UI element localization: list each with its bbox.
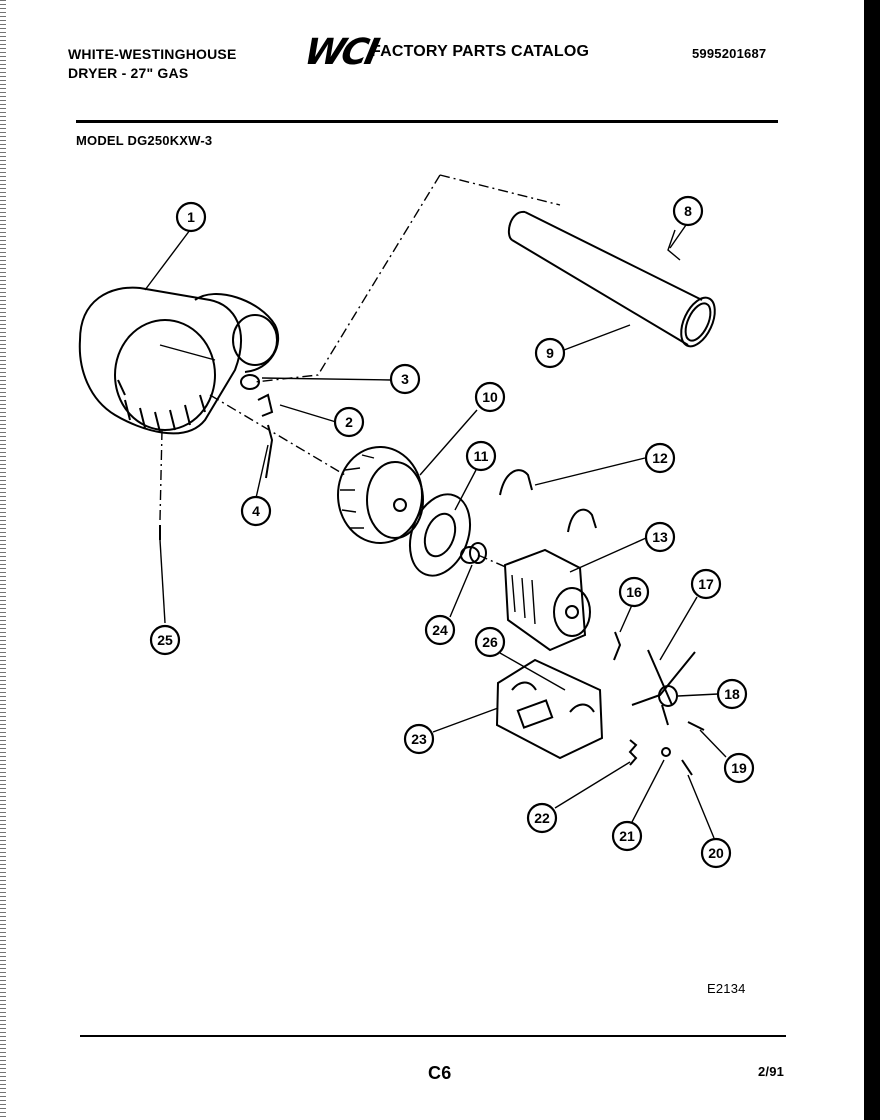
callout-20: 20: [700, 837, 732, 869]
svg-text:17: 17: [698, 576, 714, 592]
callout-26: 26: [474, 626, 506, 658]
svg-text:9: 9: [546, 345, 554, 361]
svg-text:3: 3: [401, 371, 409, 387]
part-screw-20: [681, 759, 693, 776]
part-pulley-plate: [409, 493, 487, 577]
callout-13: 13: [644, 521, 676, 553]
part-clamps: [499, 469, 597, 533]
page-number: C6: [428, 1063, 452, 1083]
part-blower-wheel: [337, 446, 424, 544]
callout-10: 10: [474, 381, 506, 413]
svg-text:16: 16: [626, 584, 642, 600]
product-line: DRYER - 27" GAS: [68, 65, 189, 81]
part-small-fittings: [240, 374, 274, 479]
callout-19: 19: [723, 752, 755, 784]
callout-22: 22: [526, 802, 558, 834]
part-washer-21: [661, 747, 671, 757]
header-rule: [76, 120, 778, 123]
callout-21: 21: [611, 820, 643, 852]
callout-17: 17: [690, 568, 722, 600]
callout-11: 11: [465, 440, 497, 472]
footer-rule: [80, 1035, 786, 1037]
part-spring-22: [628, 739, 638, 766]
svg-text:4: 4: [252, 503, 260, 519]
part-screw-19: [687, 721, 705, 731]
callout-3: 3: [389, 363, 421, 395]
document-number: 5995201687: [692, 46, 767, 61]
svg-text:21: 21: [619, 828, 635, 844]
part-motor: [503, 548, 591, 652]
part-duct-tube: [507, 210, 716, 348]
callout-18: 18: [716, 678, 748, 710]
svg-text:25: 25: [157, 632, 173, 648]
callout-12: 12: [644, 442, 676, 474]
part-clip: [613, 631, 622, 661]
svg-text:23: 23: [411, 731, 427, 747]
svg-text:12: 12: [652, 450, 668, 466]
part-motor-mount: [495, 658, 604, 760]
scan-edge-right: [864, 0, 880, 1120]
revision-date: 2/91: [758, 1064, 785, 1079]
callout-25: 25: [149, 624, 181, 656]
svg-text:18: 18: [724, 686, 740, 702]
callout-1: 1: [175, 201, 207, 233]
callout-2: 2: [333, 406, 365, 438]
leader-lines: [144, 224, 727, 839]
svg-text:11: 11: [474, 448, 489, 464]
svg-text:22: 22: [534, 810, 550, 826]
callout-8: 8: [672, 195, 704, 227]
part-switch-lever: [631, 649, 696, 726]
part-blower-housing: [78, 286, 280, 435]
scan-edge-left: [0, 0, 6, 1120]
drawing-code: E2134: [707, 981, 746, 996]
svg-text:13: 13: [652, 529, 668, 545]
assembly-lines: [159, 174, 561, 569]
svg-text:1: 1: [187, 209, 195, 225]
brand-name: WHITE-WESTINGHOUSE: [68, 46, 237, 62]
model-label: MODEL DG250KXW-3: [76, 133, 213, 148]
svg-text:8: 8: [684, 203, 692, 219]
callout-24: 24: [424, 614, 456, 646]
svg-text:20: 20: [708, 845, 724, 861]
svg-text:24: 24: [432, 622, 448, 638]
callout-9: 9: [534, 337, 566, 369]
catalog-title: FACTORY PARTS CATALOG: [371, 43, 590, 60]
callout-16: 16: [618, 576, 650, 608]
svg-text:19: 19: [731, 760, 747, 776]
callout-4: 4: [240, 495, 272, 527]
svg-text:2: 2: [345, 414, 353, 430]
callout-23: 23: [403, 723, 435, 755]
svg-text:26: 26: [482, 634, 498, 650]
svg-text:10: 10: [482, 389, 498, 405]
